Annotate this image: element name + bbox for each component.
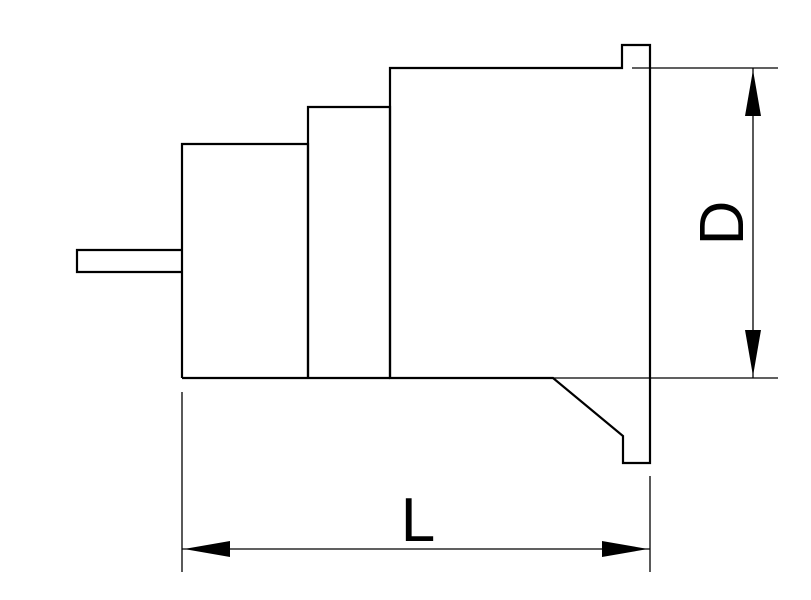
length-label: L [401,486,435,555]
motor-body [388,43,652,465]
gearbox-section-small [180,142,310,378]
diameter-label: D [688,201,757,246]
d-arrow-bottom [745,330,761,376]
output-shaft [75,248,182,274]
l-arrow-left [184,541,230,557]
l-arrow-right [602,541,648,557]
gearbox-section-middle [306,105,392,378]
d-arrow-top [745,70,761,116]
